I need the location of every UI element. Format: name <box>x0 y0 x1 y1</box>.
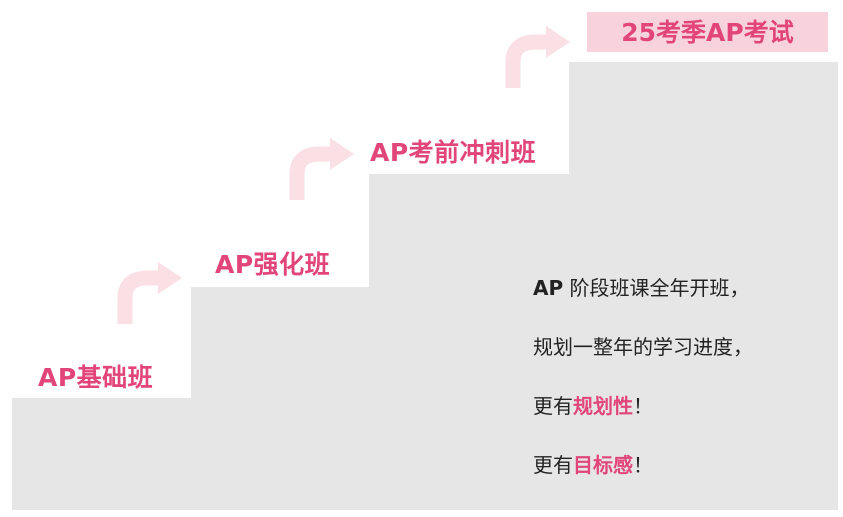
description-line-4-highlight: 目标感 <box>573 453 633 477</box>
stage-label-intensive: AP强化班 <box>215 250 331 279</box>
arrow-icon-1 <box>117 262 182 324</box>
description-line-2: 规划一整年的学习进度， <box>533 331 833 390</box>
description: AP 阶段班课全年开班， 规划一整年的学习进度， 更有规划性！ 更有目标感！ <box>533 272 833 508</box>
description-line-3-prefix: 更有 <box>533 394 573 418</box>
stage-label-sprint: AP考前冲刺班 <box>370 138 537 167</box>
step-4 <box>569 62 838 175</box>
description-line-3: 更有规划性！ <box>533 390 833 449</box>
description-line-1: AP 阶段班课全年开班， <box>533 272 833 331</box>
step-3 <box>369 174 838 288</box>
description-line-3-highlight: 规划性 <box>573 394 633 418</box>
description-line-2-text: 规划一整年的学习进度， <box>533 335 753 359</box>
description-line-4-prefix: 更有 <box>533 453 573 477</box>
arrow-icon-3 <box>505 26 570 88</box>
step-2 <box>191 287 838 399</box>
description-line-1-text: 阶段班课全年开班， <box>563 276 750 300</box>
stage-label-basic: AP基础班 <box>38 363 154 392</box>
description-line-4: 更有目标感！ <box>533 449 833 508</box>
goal-label: 25考季AP考试 <box>621 17 794 47</box>
goal-box: 25考季AP考试 <box>587 12 828 52</box>
description-line-4-suffix: ！ <box>633 453 653 477</box>
description-line-3-suffix: ！ <box>633 394 653 418</box>
step-1 <box>12 398 838 510</box>
description-line-1-bold: AP <box>533 276 564 300</box>
arrow-icon-2 <box>289 138 354 200</box>
